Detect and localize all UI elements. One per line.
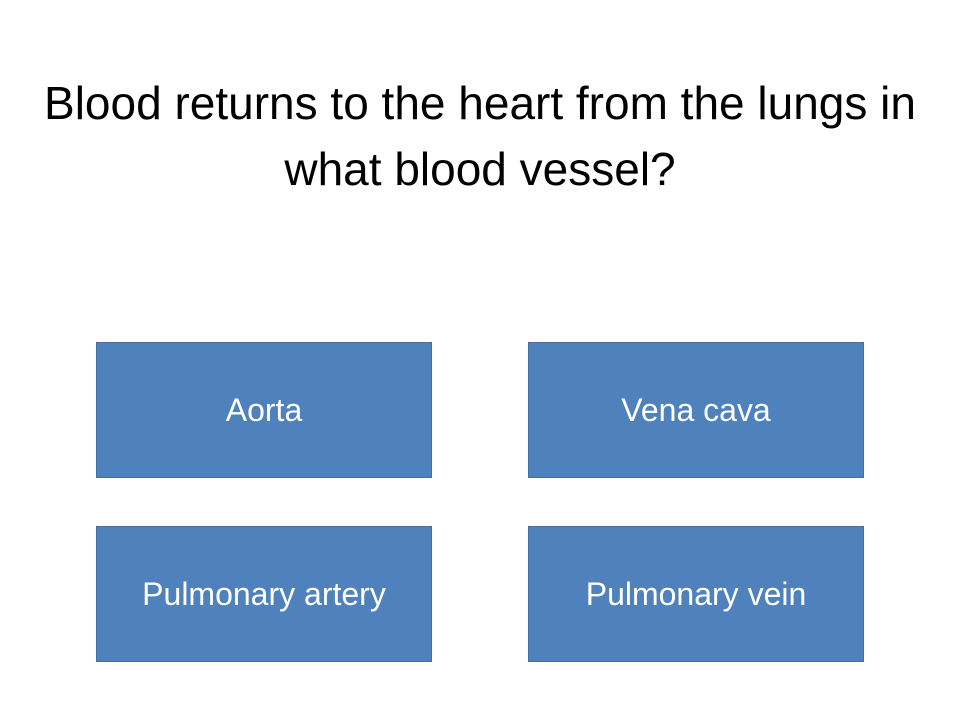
answer-button-vena-cava[interactable]: Vena cava	[528, 342, 864, 478]
answer-button-aorta[interactable]: Aorta	[96, 342, 432, 478]
answer-button-pulmonary-vein[interactable]: Pulmonary vein	[528, 526, 864, 662]
answer-label: Vena cava	[621, 391, 771, 428]
question-text: Blood returns to the heart from the lung…	[44, 77, 916, 195]
answer-label: Pulmonary vein	[585, 575, 807, 612]
answer-button-pulmonary-artery[interactable]: Pulmonary artery	[96, 526, 432, 662]
answer-label: Aorta	[225, 391, 303, 428]
answer-label: Pulmonary artery	[142, 575, 386, 612]
